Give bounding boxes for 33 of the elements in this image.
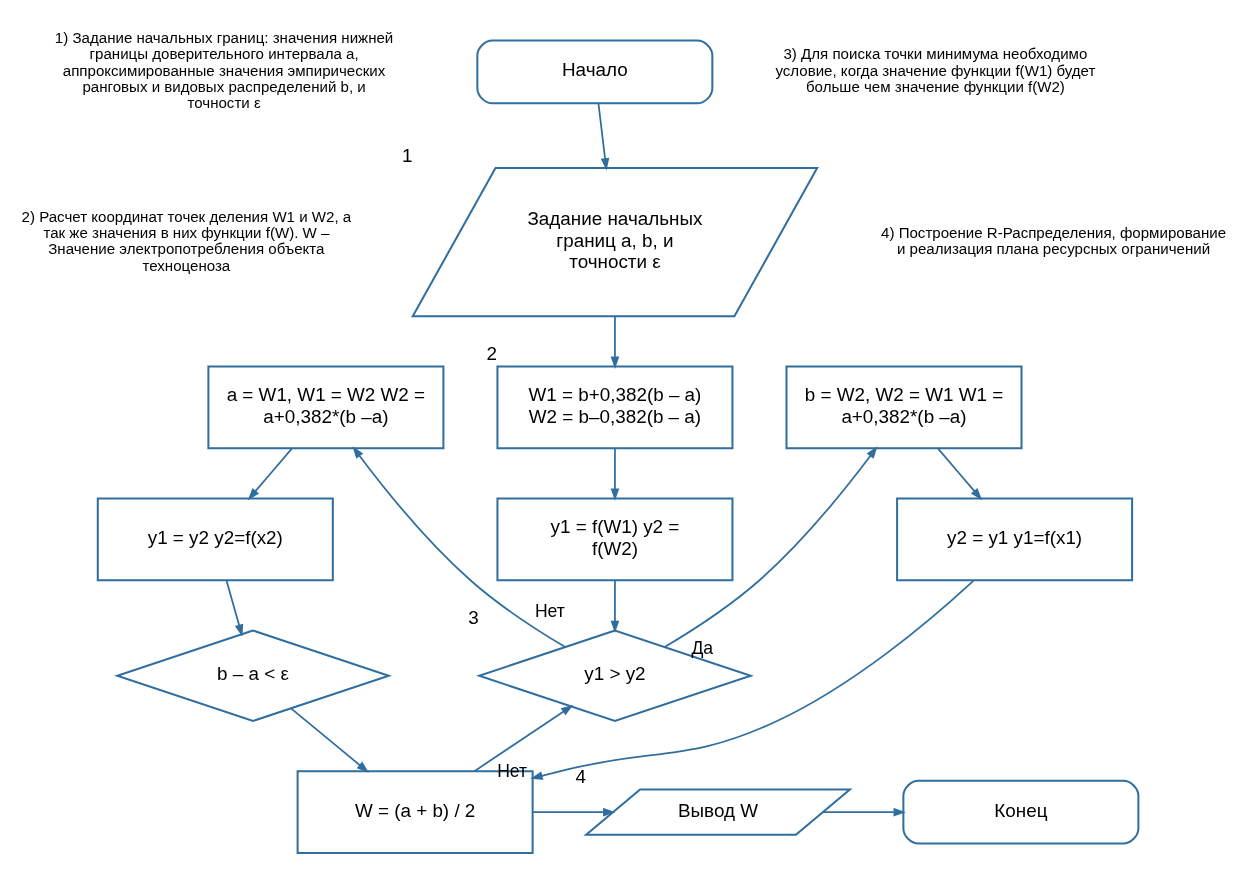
arrow [290,707,369,773]
label: 2) Расчет координат точек деления W1 и W2, а так же значения в них функции f(W). W – Значение электропотребления объекта техноценоза [21,207,352,274]
arrow [225,579,244,637]
label: 4) Построение R-Распределения, формирование и реализация плана ресурсных ограничений [881,223,1227,257]
node-label: 2 [486,342,498,364]
node-box: Конец [902,779,1140,845]
arrow [597,102,610,171]
arrow [530,579,975,780]
arrow [610,315,620,369]
arrow [663,445,878,648]
arrow [937,447,983,500]
arrow [610,579,620,633]
arrow [352,445,567,648]
label: 1) Задание начальных границ: значения нижней границы доверительного интервала a, аппроксимированные значения эмпирических ранговых и видовых распределений b, и точности ε [54,28,394,111]
label: 3) Для поиска точки минимума необходимо условие, когда значение функции f(W1) будет больше чем значение функции f(W2) [775,44,1096,95]
node-diamond: b – a < ε [114,628,392,722]
node-label: 3 [468,606,479,628]
arrow [610,447,620,501]
node-label: 4 [575,765,586,787]
node-box: b = W2, W2 = W1 W1 = a+0,382*(b –a) [785,365,1023,449]
arrow [822,807,906,816]
edge-label: Да [691,637,714,658]
node-box: a = W1, W1 = W2 W2 = a+0,382*(b –a) [207,365,445,449]
node-box: W1 = b+0,382(b – a) W2 = b–0,382(b – a) [496,365,734,449]
edge-label: Нет [534,600,565,621]
node-label: 1 [402,144,413,166]
arrow [247,447,293,500]
node-box: y1 = y2 y2=f(x2) [96,497,334,581]
node-box: Начало [476,38,714,104]
arrow [531,807,616,816]
node-box: y2 = y1 y1=f(x1) [896,497,1134,581]
arrow [473,704,574,772]
node-box: y1 = f(W1) y2 = f(W2) [496,497,734,581]
